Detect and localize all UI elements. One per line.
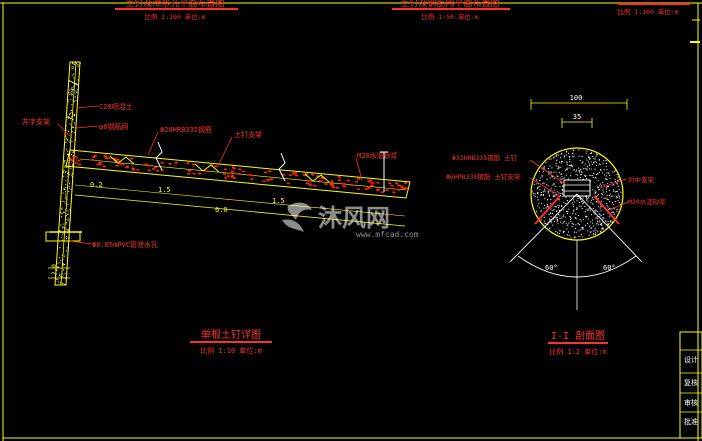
leader-sec-centering — [599, 178, 627, 189]
leader-well-brace — [57, 123, 71, 137]
centering-brace-right — [593, 195, 620, 225]
section-scale: 比例 1:2 单位:m — [549, 347, 607, 356]
leader-grout — [355, 157, 363, 181]
watermark: 沐风网 www.mfcad.com — [282, 202, 419, 239]
dim-line-top — [74, 184, 406, 217]
title-block-cell-4: 批准 — [684, 417, 698, 426]
dim-d2: 1.5 — [158, 186, 171, 194]
section-title: I-I 剖面图 — [551, 329, 605, 342]
centering-support-3 — [304, 173, 330, 183]
nail-body — [65, 149, 411, 199]
angle-right: 60° — [603, 264, 616, 272]
leader-rebar — [147, 131, 159, 156]
dim-line-bottom — [74, 194, 406, 227]
watermark-logo-icon — [282, 202, 312, 232]
rebar-bundle — [563, 179, 591, 197]
centering-support-1 — [109, 155, 135, 165]
title-block-cell-2: 复核 — [684, 378, 698, 387]
label-rebar: Φ20HRB335钢筋 — [160, 125, 212, 134]
wall-inner-line — [60, 61, 77, 286]
label-pvc: Φ0.05mPVC管泄水孔 — [92, 240, 158, 249]
leader-nail — [217, 136, 233, 167]
fan-line-right — [576, 193, 643, 263]
top-title-1-scale: 比例 1:100 单位:m — [144, 12, 205, 21]
dim-outer: 100 — [570, 94, 583, 102]
detail-title: 单根土钉详图 — [201, 328, 261, 341]
leader-mesh — [75, 125, 99, 129]
dim-d1: 0.2 — [90, 181, 103, 189]
top-title-3-scale: 比例 1:100 单位:m — [617, 7, 678, 16]
label-nail: 土钉支架 — [234, 130, 262, 139]
grout-fill — [69, 154, 409, 194]
section-drawing: 100 35 60° 60° Φ32HRB335钢筋 土钉 Φ6HPB235钢筋… — [446, 94, 666, 356]
centering-brace-left — [534, 195, 561, 225]
title-block-cell-1: 设计 — [684, 355, 698, 364]
label-grout: M20水泥砂浆 — [357, 151, 398, 160]
wall-footing — [45, 231, 81, 242]
leader-pvc — [69, 240, 93, 245]
dim-inner: 35 — [573, 113, 581, 121]
top-title-2-scale: 比例 1:50 单位:m — [421, 12, 478, 21]
label-c20: C20喷混土 — [99, 102, 133, 111]
nail-detail-drawing: 0.2 1.5 1.5 6.0 2.0 C20喷混土 φ6钢筋网 井字支架 Φ2… — [22, 61, 411, 355]
detail-scale: 比例 1:10 单位:m — [200, 346, 262, 355]
title-block-frame — [679, 331, 702, 439]
fan-line-left — [509, 193, 578, 263]
label-sec-rebar1: Φ32HRB335钢筋 土钉 — [452, 153, 518, 162]
label-well-brace: 井字支架 — [22, 117, 50, 126]
nail-body-mid — [79, 158, 407, 191]
top-title-1: 土钉及泄水孔平面布置图 — [125, 0, 224, 9]
break-mark-1 — [155, 141, 163, 171]
title-block: 设计 复核 审核 批准 — [679, 331, 702, 439]
leader-c20 — [75, 105, 99, 109]
angle-left: 60° — [545, 264, 558, 272]
dim-d5: 2.0 — [51, 264, 58, 275]
label-mesh: φ6钢筋网 — [99, 122, 128, 131]
borehole-grout-speckle — [532, 149, 622, 239]
label-sec-centering: 对中支架 — [628, 175, 655, 184]
watermark-brand: 沐风网 — [318, 204, 390, 232]
label-sec-grout: M20水泥砂浆 — [628, 197, 666, 206]
leader-sec-grout — [609, 201, 629, 211]
angle-arc — [517, 255, 637, 278]
centering-support-2 — [194, 163, 220, 173]
dim-d3: 1.5 — [272, 197, 285, 205]
leader-sec-rebar1 — [529, 159, 566, 185]
watermark-url: www.mfcad.com — [356, 230, 419, 239]
title-block-cell-3: 审核 — [684, 398, 698, 407]
dim-d4: 6.0 — [215, 206, 228, 214]
leader-sec-rebar2 — [529, 177, 561, 197]
label-sec-rebar2: Φ6HPB235钢筋 土钉支架 — [446, 172, 521, 181]
top-title-2: 土钉及钢筋网平面布置图 — [400, 0, 499, 9]
break-mark-2 — [278, 152, 286, 182]
